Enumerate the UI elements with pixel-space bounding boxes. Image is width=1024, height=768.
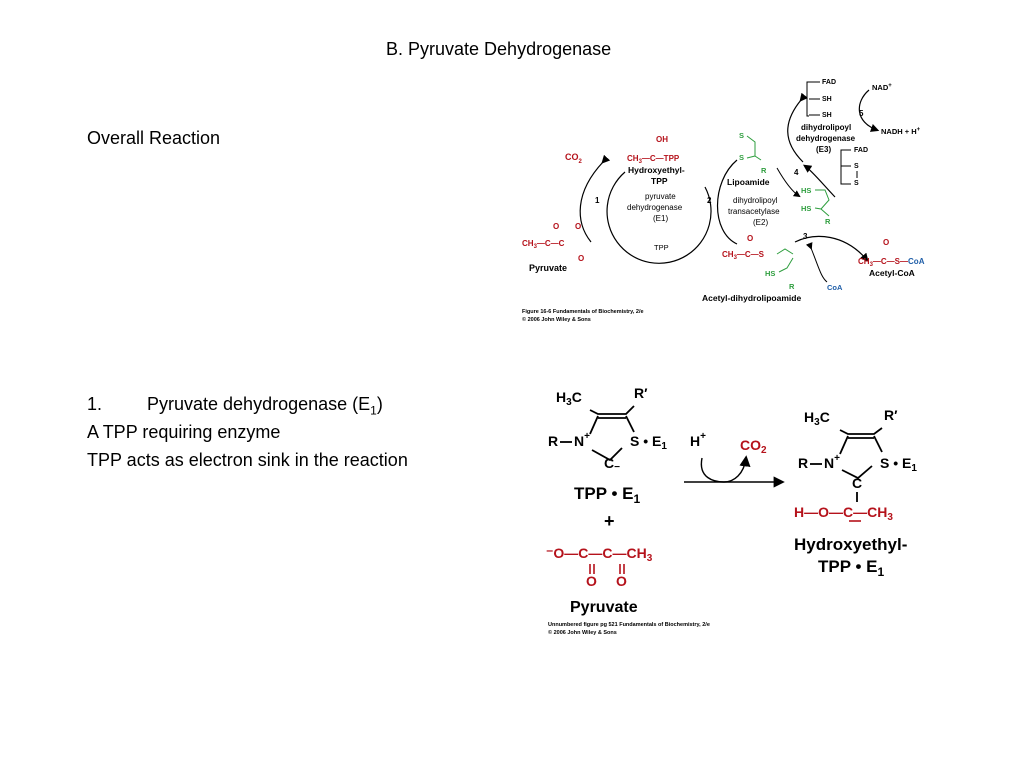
fad-bottom-label: FAD (854, 147, 868, 154)
h-plus-label: H+ (690, 431, 706, 449)
overall-reaction-heading: Overall Reaction (87, 128, 221, 148)
hydroxyethyl-tpp-line1: Hydroxyethyl- (628, 165, 685, 175)
sh-2-label: SH (822, 112, 832, 119)
e2-name-line2: transacetylase (728, 207, 780, 216)
dihydrolipoamide-r: R (825, 217, 831, 226)
tpp-mechanism-figure: H3C R′ R N+ S • E1 C− TPP • E1 + ⁻O—C—C—… (546, 385, 917, 636)
lipoamide-r: R (761, 166, 767, 175)
fad-top-label: FAD (822, 79, 836, 86)
product-s-e1: S • E1 (880, 455, 917, 474)
s-1-label: S (854, 163, 859, 170)
e3-name-line2: dehydrogenase (796, 134, 856, 143)
e3-name-line1: dihydrolipoyl (801, 123, 851, 132)
s-2-label: S (854, 180, 859, 187)
step3-label: 3 (803, 232, 808, 241)
pyruvate-structure: CH3—C—C (522, 239, 565, 250)
acetyl-structure: CH3—C—S (722, 250, 765, 261)
pdh-cycle-figure: CO2 O O CH3—C—C O Pyruvate 1 OH CH3—C—TP… (522, 79, 925, 323)
step1-arrow (579, 154, 611, 243)
pyruvate-o-minus: O (578, 254, 584, 263)
tpp-r: R (548, 433, 558, 449)
oh-label: OH (656, 135, 668, 144)
pyruvate-chain: ⁻O—C—C—CH3 (546, 545, 653, 564)
tpp-label: TPP (654, 243, 669, 252)
tpp-requiring-line: A TPP requiring enzyme (87, 422, 281, 442)
e3-code: (E3) (816, 145, 831, 154)
pyruvate-o2: O (616, 573, 627, 589)
tpp-c-minus: C− (604, 455, 620, 473)
enzyme-close: ) (376, 394, 383, 414)
figure1-caption-line1: Figure 16-6 Fundamentals of Biochemistry… (522, 309, 644, 315)
tpp-e1-label: TPP • E1 (574, 484, 641, 506)
product-hydroxyethyl-chain: H—O—C—CH3 (794, 504, 893, 523)
nad-label: NAD+ (872, 83, 892, 92)
e1-name-line1: pyruvate (645, 192, 676, 201)
tpp-s-e1: S • E1 (630, 433, 667, 452)
nadh-label: NADH + H+ (881, 127, 921, 136)
enzyme-label: Pyruvate dehydrogenase (E (147, 394, 371, 414)
co2-label: CO2 (565, 152, 583, 165)
tpp-h3c: H3C (556, 389, 582, 408)
pyruvate-o-right: O (575, 222, 581, 231)
lipoamide-s-top: S (739, 131, 744, 140)
e2-name-line1: dihydrolipoyl (733, 196, 778, 205)
pyruvate-o1: O (586, 573, 597, 589)
e1-cycle-arc (606, 171, 712, 264)
product-h3c: H3C (804, 409, 830, 428)
e2-code: (E2) (753, 218, 768, 227)
pyruvate-o-top: O (553, 222, 559, 231)
dihydrolipoamide-hs-1: HS (801, 186, 811, 195)
acetylcoa-o: O (883, 238, 889, 247)
product-c: C (852, 475, 862, 491)
product-label-line2: TPP • E1 (818, 557, 885, 579)
list-item-enzyme: Pyruvate dehydrogenase (E1) (147, 393, 383, 422)
slide-title: B. Pyruvate Dehydrogenase (386, 39, 612, 59)
acetyl-dihydrolipoamide-label: Acetyl-dihydrolipoamide (702, 293, 801, 303)
step1-label: 1 (595, 196, 600, 205)
enzyme-subscript: 1 (370, 403, 377, 418)
figure2-caption-line2: © 2006 John Wiley & Sons (548, 629, 617, 636)
hydroxyethyl-tpp-line2: TPP (651, 176, 668, 186)
acetylcoa-label: Acetyl-CoA (869, 268, 915, 278)
product-n-plus: N+ (824, 453, 840, 471)
hydroxyethyl-structure: CH3—C—TPP (627, 154, 680, 165)
lipoamide-s-bottom: S (739, 153, 744, 162)
lipoamide-label: Lipoamide (727, 177, 770, 187)
step4-label: 4 (794, 168, 799, 177)
plus-sign: + (604, 511, 615, 531)
tpp-n-plus: N+ (574, 431, 590, 449)
pyruvate-label-2: Pyruvate (570, 599, 638, 616)
sh-1-label: SH (822, 96, 832, 103)
coa-reactant-label: CoA (827, 283, 843, 292)
acetyl-r: R (789, 282, 795, 291)
figure1-caption-line2: © 2006 John Wiley & Sons (522, 316, 591, 323)
product-r-prime: R′ (884, 407, 898, 423)
electron-sink-line: TPP acts as electron sink in the reactio… (87, 450, 408, 470)
product-r: R (798, 455, 808, 471)
acetyl-hs: HS (765, 269, 775, 278)
co2-product-label: CO2 (740, 437, 767, 456)
dihydrolipoamide-hs-2: HS (801, 204, 811, 213)
acetylcoa-structure: CH3—C—S—CoA (858, 257, 925, 268)
tpp-r-prime: R′ (634, 385, 648, 401)
pyruvate-label: Pyruvate (529, 263, 567, 273)
acetyl-o: O (747, 234, 753, 243)
step5-label: 5 (859, 109, 864, 118)
product-label-line1: Hydroxyethyl- (794, 535, 907, 554)
e1-code: (E1) (653, 214, 668, 223)
figure2-caption-line1: Unnumbered figure pg 521 Fundamentals of… (548, 622, 710, 628)
step2-arrow (717, 159, 738, 245)
list-item-number: 1. (87, 394, 103, 414)
e1-name-line2: dehydrogenase (627, 203, 683, 212)
step2-label: 2 (707, 196, 712, 205)
